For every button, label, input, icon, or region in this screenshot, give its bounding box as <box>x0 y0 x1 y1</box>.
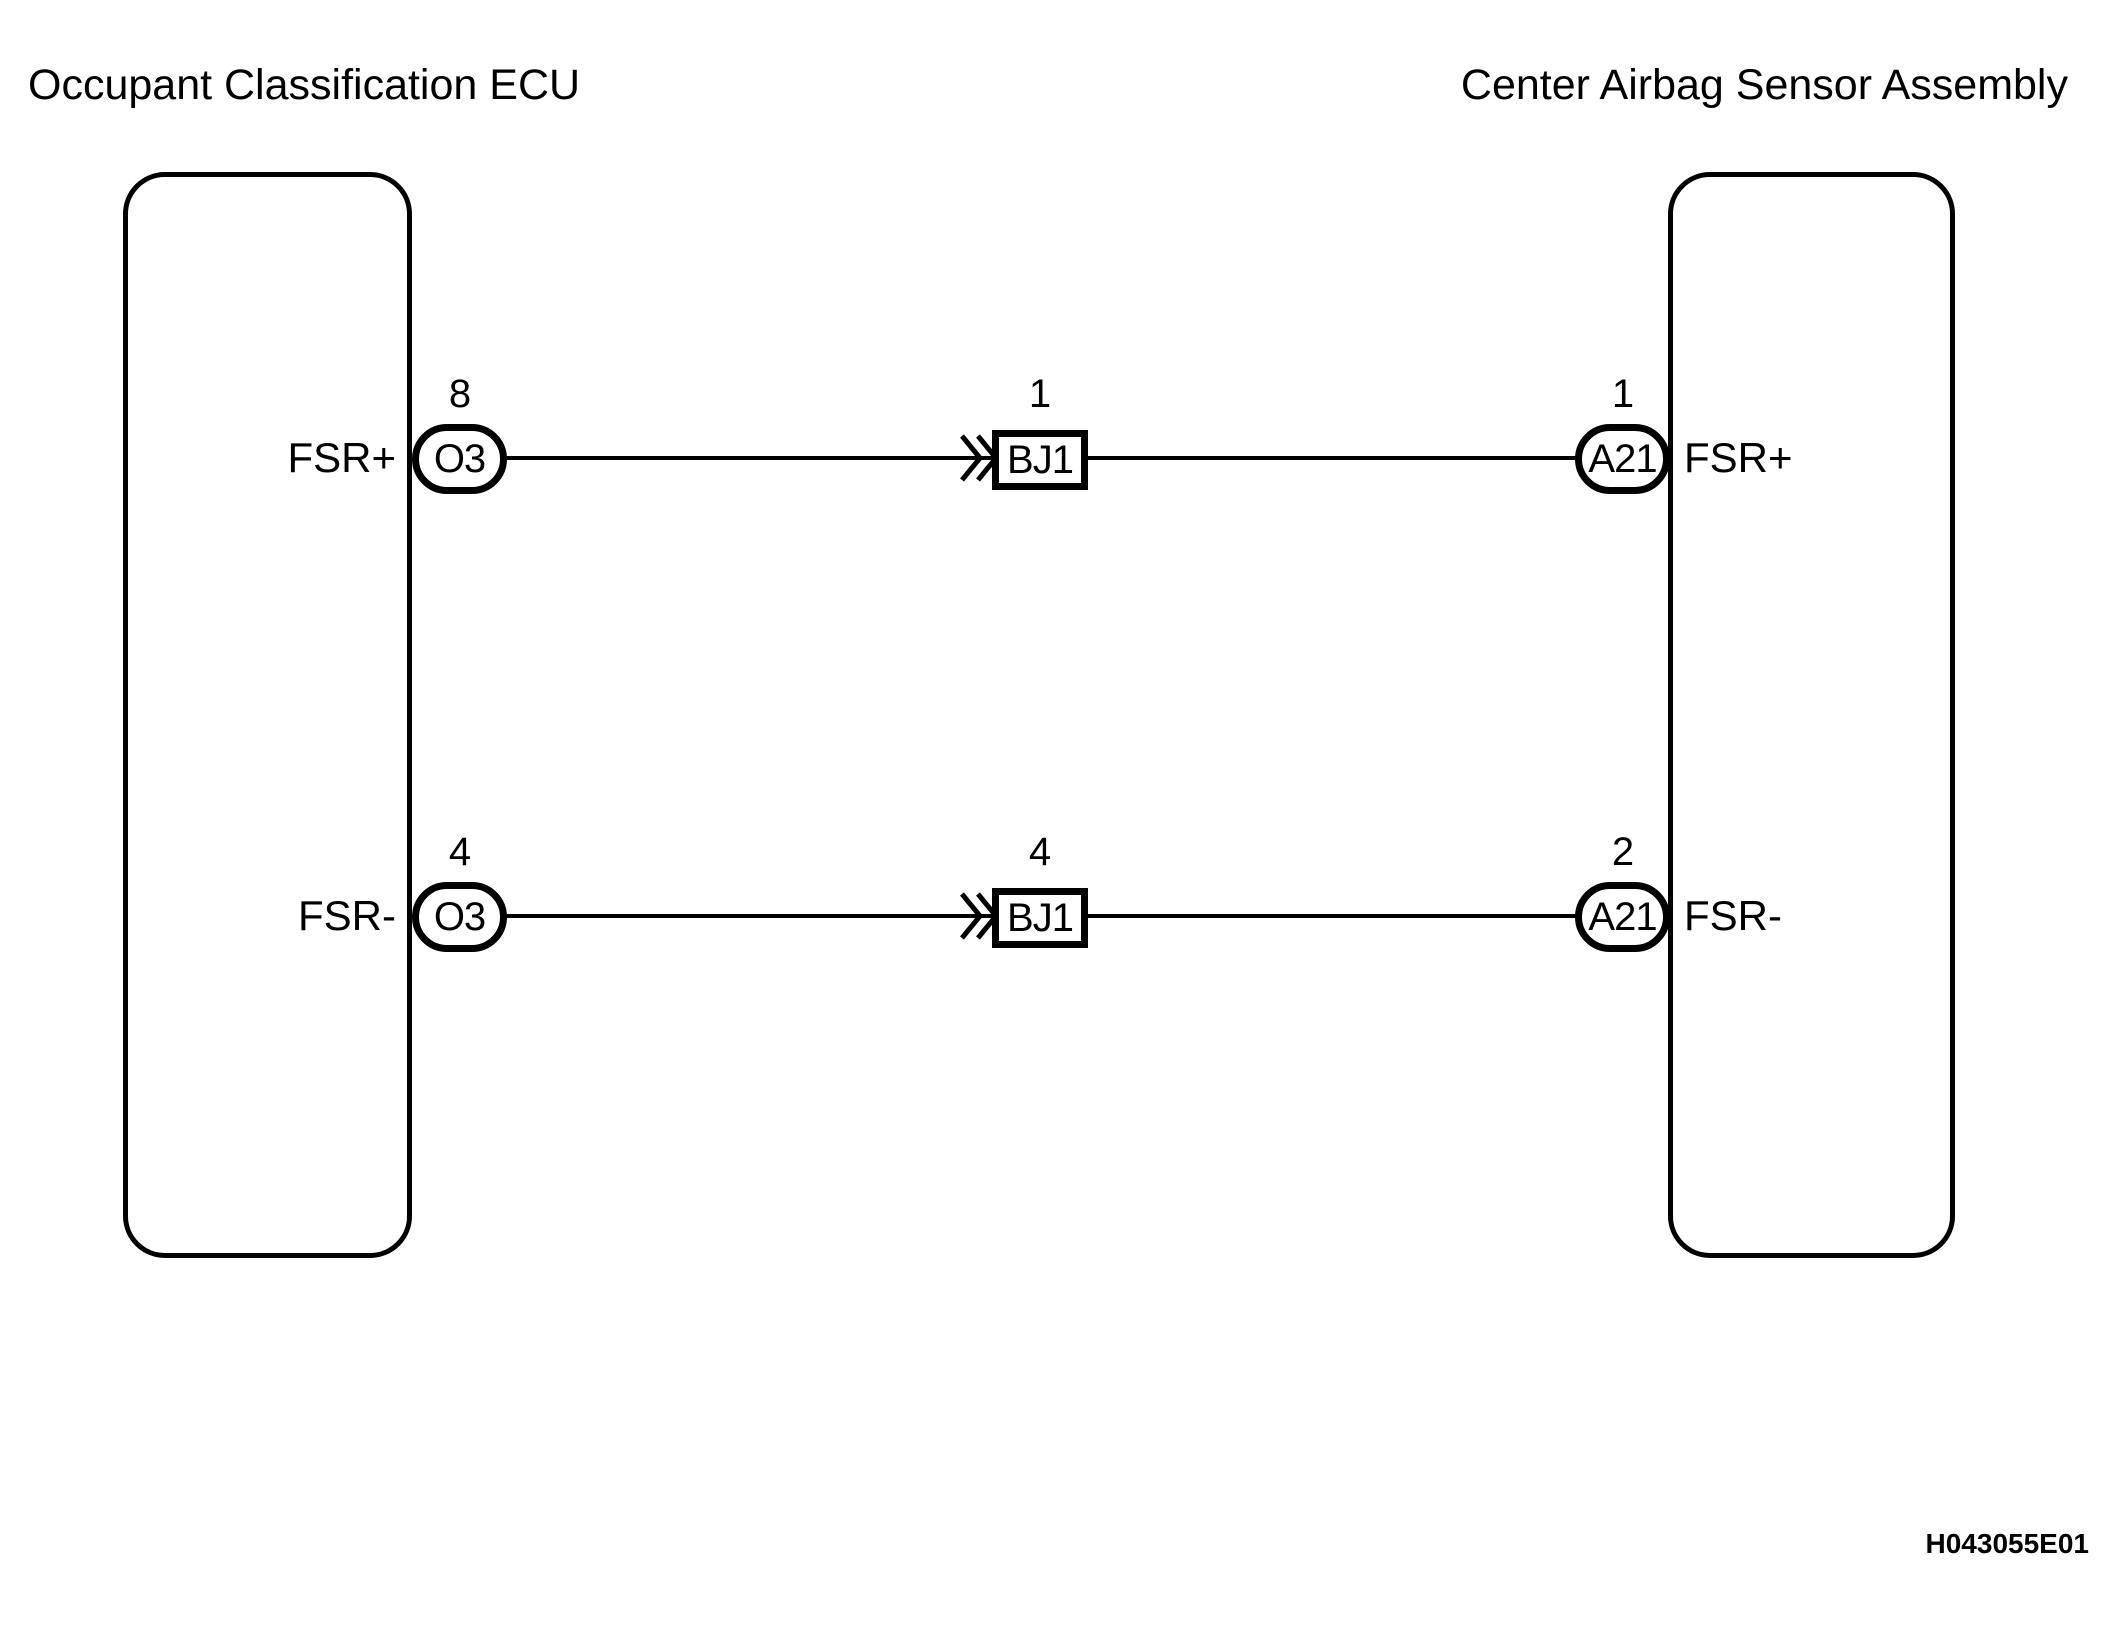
center-airbag-sensor-assembly-box <box>1668 172 1955 1258</box>
connector-o3-bottom: O3 <box>412 882 507 952</box>
occupant-classification-ecu-box <box>123 172 412 1258</box>
junction-bj1-top: BJ1 <box>992 430 1088 490</box>
left-pin-number: 4 <box>448 830 472 874</box>
junction-pin-number: 1 <box>1028 372 1052 416</box>
right-pin-number: 1 <box>1611 372 1635 416</box>
right-signal-label: FSR+ <box>1684 434 1793 481</box>
right-pin-number: 2 <box>1611 830 1635 874</box>
connector-a21-top: A21 <box>1575 424 1670 494</box>
figure-code: H043055E01 <box>1925 1528 2089 1559</box>
connector-o3-top: O3 <box>412 424 507 494</box>
left-signal-label: FSR- <box>298 892 396 939</box>
junction-pin-number: 4 <box>1028 830 1052 874</box>
left-pin-number: 8 <box>448 372 472 416</box>
left-signal-label: FSR+ <box>287 434 396 481</box>
right-component-title: Center Airbag Sensor Assembly <box>1460 61 2068 109</box>
left-component-title: Occupant Classification ECU <box>28 61 581 109</box>
junction-bj1-bottom: BJ1 <box>992 888 1088 948</box>
connector-a21-bottom: A21 <box>1575 882 1670 952</box>
right-signal-label: FSR- <box>1684 892 1782 939</box>
